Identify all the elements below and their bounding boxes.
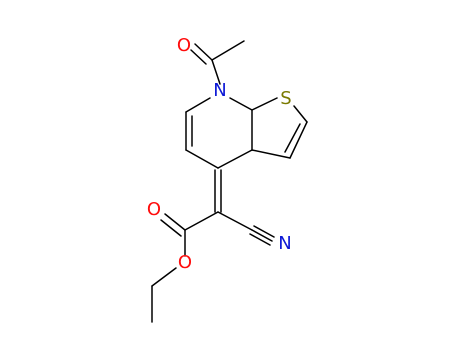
bond-acetyl-n-c [211,59,221,85]
bond-acetyl-c-ch3 [211,40,245,61]
bond-triple-2 [253,225,275,238]
bond-triple-3 [249,233,271,246]
atom-label-sulfur: S [280,88,291,109]
bond-ester-c-o [164,213,186,231]
atom-label-ring-nitrogen: N [213,80,226,101]
bond-ester-c-o-double [160,219,182,237]
bonds [151,40,308,323]
bond-c2-c3 [289,121,308,159]
atom-label-nitrile-nitrogen: N [278,233,291,254]
bond-c-ester [184,211,219,231]
bond-n-c6 [185,97,211,113]
bond-triple-1 [251,229,273,242]
bond-o-ch2 [151,267,177,287]
bond-n-c7a [229,97,253,111]
bond-acetyl-c-o [194,43,213,61]
bond-c2-c3-inner [284,123,301,153]
bond-c-cn [217,211,253,231]
atom-label-carbonyl-oxygen: O [147,199,161,220]
bond-c7a-s [251,97,278,111]
bond-acetyl-c-o-double [190,49,207,65]
atom-label-acetyl-oxygen: O [177,35,191,56]
bond-c4-c3a [217,149,253,169]
atom-label-ester-oxygen: O [178,252,192,273]
bond-c3-c3a [251,149,291,159]
bond-c5-c4 [185,149,219,169]
bond-s-c2 [293,105,308,123]
atom-labels: O N S O O N [147,35,292,273]
